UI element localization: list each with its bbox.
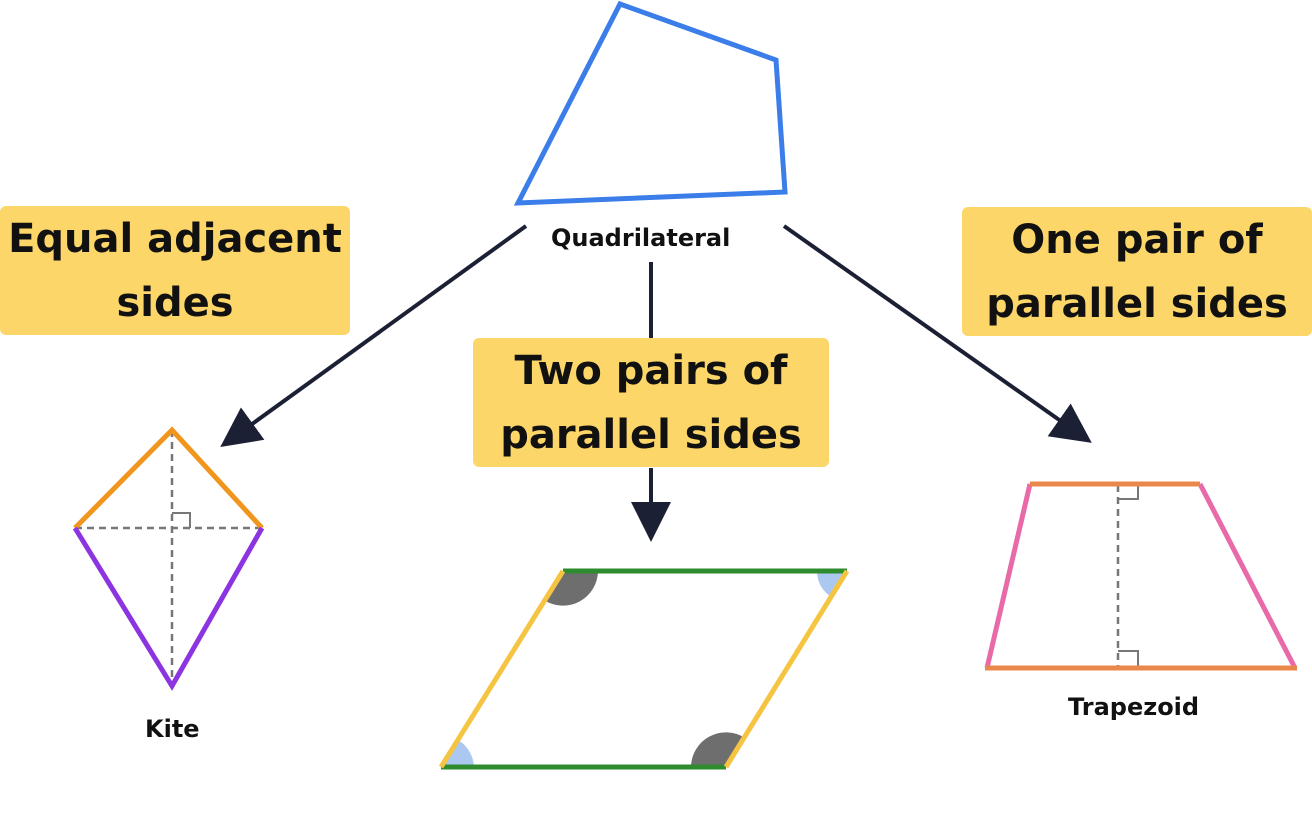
- parallelogram-shape: [438, 568, 850, 770]
- condition-text-trapezoid: One pair of parallel sides: [986, 216, 1288, 327]
- parallelogram-left-side: [438, 569, 566, 769]
- condition-box-kite: Equal adjacent sides: [0, 206, 350, 335]
- trapezoid-shape: [984, 481, 1298, 671]
- label-kite: Kite: [145, 715, 200, 743]
- trapezoid-right-angle-bottom: [1118, 650, 1139, 667]
- condition-box-parallelogram: Two pairs of parallel sides: [473, 338, 829, 467]
- arrow-to-kite: [220, 224, 528, 448]
- trapezoid-right-angle-top: [1118, 485, 1139, 500]
- condition-text-kite: Equal adjacent sides: [8, 215, 342, 326]
- angle-mark-bottom-left: [441, 740, 474, 767]
- label-quadrilateral: Quadrilateral: [551, 224, 731, 252]
- angle-mark-top-right: [816, 571, 847, 596]
- kite-bottom-sides: [72, 526, 265, 691]
- arrow-to-trapezoid: [782, 224, 1092, 443]
- trapezoid-left-leg: [984, 483, 1033, 669]
- quadrilateral-shape: [513, 0, 788, 206]
- kite-shape: [72, 426, 265, 691]
- label-trapezoid: Trapezoid: [1068, 693, 1200, 721]
- kite-top-sides: [73, 426, 264, 530]
- condition-text-parallelogram: Two pairs of parallel sides: [500, 347, 802, 458]
- condition-box-trapezoid: One pair of parallel sides: [962, 207, 1312, 336]
- trapezoid-right-leg: [1197, 482, 1298, 670]
- kite-right-angle-mark: [172, 512, 191, 528]
- parallelogram-right-side: [723, 569, 850, 769]
